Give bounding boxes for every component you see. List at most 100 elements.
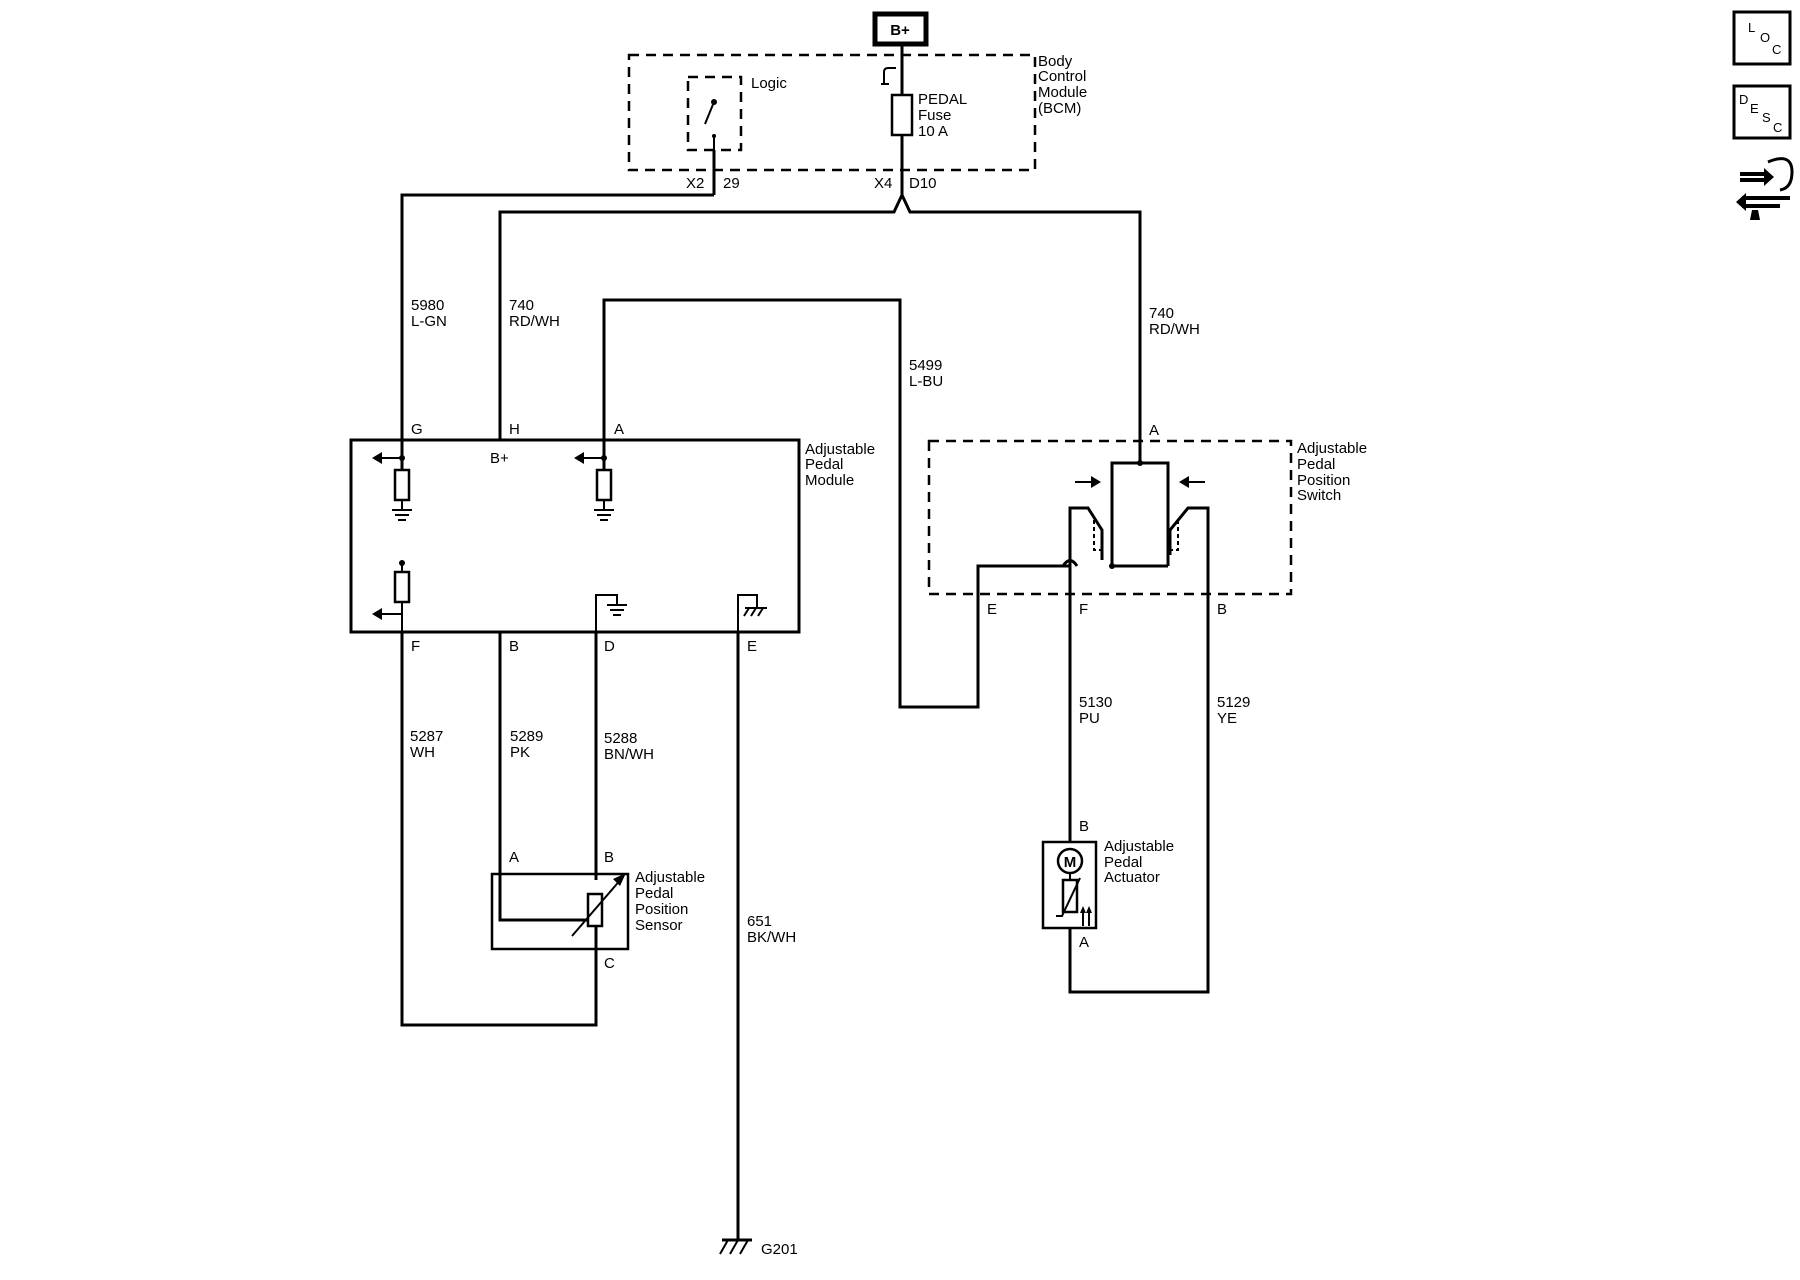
svg-text:BN/WH: BN/WH	[604, 746, 654, 763]
position-sensor-name: Adjustable Pedal Position Sensor	[635, 869, 705, 934]
pedal-actuator-box	[1041, 840, 1098, 930]
svg-text:RD/WH: RD/WH	[509, 313, 560, 330]
wire-5499	[602, 298, 1070, 709]
wire-5129	[1068, 566, 1210, 994]
svg-text:5288: 5288	[604, 730, 637, 747]
svg-text:651: 651	[747, 913, 772, 930]
svg-text:10 A: 10 A	[918, 123, 948, 140]
svg-text:YE: YE	[1217, 710, 1237, 727]
power-label: B+	[890, 22, 910, 39]
bcm-outline	[627, 53, 1037, 172]
actuator-pin-b: B	[1079, 818, 1089, 835]
wire-740-left	[498, 194, 904, 440]
wire-label-5980: 5980 L-GN	[411, 297, 447, 330]
apm-pin-e: E	[747, 638, 757, 655]
svg-text:PU: PU	[1079, 710, 1100, 727]
svg-text:Fuse: Fuse	[918, 107, 951, 124]
connector-pin-29: 29	[723, 175, 740, 192]
svg-text:5130: 5130	[1079, 694, 1112, 711]
wire-5980	[400, 193, 714, 440]
svg-text:Position: Position	[1297, 472, 1350, 489]
svg-text:Body: Body	[1038, 53, 1073, 70]
ground-label-g201: G201	[761, 1241, 798, 1258]
svg-text:Switch: Switch	[1297, 487, 1341, 504]
svg-text:Module: Module	[805, 472, 854, 489]
svg-text:BK/WH: BK/WH	[747, 929, 796, 946]
logic-switch-outline	[686, 75, 743, 152]
svg-text:Pedal: Pedal	[635, 885, 673, 902]
svg-text:M: M	[1064, 854, 1077, 871]
location-button[interactable]: L O C	[1732, 10, 1792, 66]
position-switch-name: Adjustable Pedal Position Switch	[1297, 440, 1367, 504]
apm-bplus-label: B+	[490, 450, 509, 467]
resistor-icon	[372, 440, 412, 521]
svg-text:RD/WH: RD/WH	[1149, 321, 1200, 338]
svg-text:C: C	[1773, 120, 1782, 135]
svg-text:Control: Control	[1038, 68, 1086, 85]
wire-label-5129: 5129 YE	[1217, 694, 1250, 727]
connector-end-view-icon[interactable]	[1736, 157, 1794, 220]
position-switch-outline	[927, 439, 1293, 596]
sensor-pin-b: B	[604, 849, 614, 866]
svg-text:Pedal: Pedal	[805, 456, 843, 473]
wire-label-5130: 5130 PU	[1079, 694, 1112, 727]
svg-text:Sensor: Sensor	[635, 917, 683, 934]
svg-text:Module: Module	[1038, 84, 1087, 101]
apm-pin-f: F	[411, 638, 420, 655]
svg-text:5289: 5289	[510, 728, 543, 745]
connector-x4: X4	[874, 175, 892, 192]
svg-text:Pedal: Pedal	[1297, 456, 1335, 473]
wire-label-740-left: 740 RD/WH	[509, 297, 560, 330]
wire-740-right	[900, 194, 1142, 463]
wire-label-740-right: 740 RD/WH	[1149, 305, 1200, 338]
apm-pin-a: A	[614, 421, 624, 438]
svg-text:740: 740	[1149, 305, 1174, 322]
fuse-label: PEDAL Fuse 10 A	[918, 91, 967, 140]
svg-text:Adjustable: Adjustable	[635, 869, 705, 886]
switch-pin-b: B	[1217, 601, 1227, 618]
logic-switch-icon	[704, 99, 717, 150]
svg-text:5287: 5287	[410, 728, 443, 745]
svg-text:Position: Position	[635, 901, 688, 918]
svg-text:Adjustable: Adjustable	[1297, 440, 1367, 457]
wire-label-5499: 5499 L-BU	[909, 357, 943, 390]
apm-pin-h: H	[509, 421, 520, 438]
svg-text:Actuator: Actuator	[1104, 869, 1160, 886]
fuse-icon	[881, 60, 914, 195]
svg-text:Adjustable: Adjustable	[805, 441, 875, 458]
svg-text:PK: PK	[510, 744, 530, 761]
resistor-icon	[574, 440, 614, 521]
wire-5287	[400, 632, 598, 1027]
connector-x2: X2	[686, 175, 704, 192]
chassis-ground-icon	[737, 594, 767, 632]
switch-pin-f: F	[1079, 601, 1088, 618]
logic-label: Logic	[751, 75, 787, 92]
svg-text:Adjustable: Adjustable	[1104, 838, 1174, 855]
svg-text:WH: WH	[410, 744, 435, 761]
wire-label-5288: 5288 BN/WH	[604, 730, 654, 763]
svg-text:E: E	[1750, 101, 1759, 116]
actuator-pin-a: A	[1079, 934, 1089, 951]
svg-text:C: C	[1772, 42, 1781, 57]
wire-5289	[498, 632, 588, 922]
pedal-module-box	[349, 438, 801, 634]
apm-pin-d: D	[604, 638, 615, 655]
svg-text:O: O	[1760, 30, 1770, 45]
svg-text:S: S	[1762, 110, 1771, 125]
apm-pin-b: B	[509, 638, 519, 655]
svg-text:5129: 5129	[1217, 694, 1250, 711]
svg-text:L-BU: L-BU	[909, 373, 943, 390]
potentiometer-icon	[571, 873, 626, 937]
svg-text:PEDAL: PEDAL	[918, 91, 967, 108]
resistor-icon	[372, 560, 411, 632]
apm-pin-g: G	[411, 421, 423, 438]
description-button[interactable]: D E S C	[1732, 84, 1792, 140]
pedal-actuator-name: Adjustable Pedal Actuator	[1104, 838, 1174, 886]
chassis-ground-icon	[719, 1238, 752, 1255]
pedal-module-name: Adjustable Pedal Module	[805, 441, 875, 489]
wire-label-651: 651 BK/WH	[747, 913, 796, 946]
motor-icon: M	[1056, 847, 1092, 926]
svg-text:Pedal: Pedal	[1104, 854, 1142, 871]
sensor-pin-a: A	[509, 849, 519, 866]
